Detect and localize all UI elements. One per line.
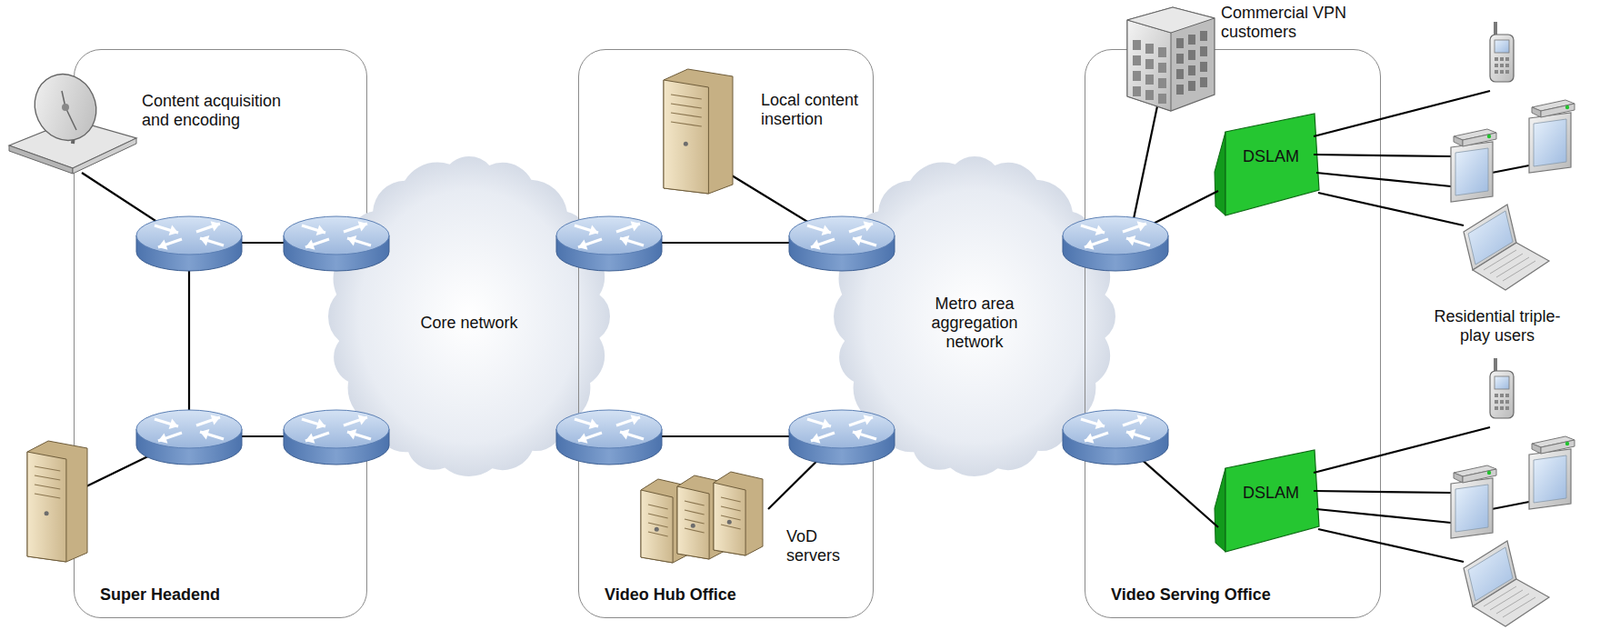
dslam-box: DSLAM [1212,448,1322,556]
tv-set [1529,436,1575,510]
router-symbol [556,216,662,271]
access-line [1318,192,1464,226]
access-line [1318,529,1464,562]
link-line [188,242,190,437]
access-line [1316,509,1451,523]
link-line [1130,101,1159,232]
server-tower [27,440,88,562]
laptop [1463,204,1550,290]
server-tower [663,69,733,194]
access-line [1313,490,1451,493]
mobile-phone [1490,21,1514,82]
device-label: DSLAM [1242,147,1300,167]
satellite-dish [9,64,137,174]
access-line [1313,427,1490,473]
cloud-label: Metro area aggregation network [920,294,1030,352]
router-symbol [1062,410,1169,465]
router-symbol [283,216,390,271]
dslam-shape [1212,448,1322,556]
office-building [1127,7,1215,111]
callout-label: Content acquisition and encoding [141,91,306,130]
router-symbol [789,410,895,465]
callout-label: Local content insertion [760,90,875,130]
router-symbol [136,410,242,465]
server-tower [713,471,763,556]
callout-label: VoD servers [786,527,860,566]
tv-set [1450,465,1497,539]
router-symbol [136,216,242,271]
router-symbol [283,410,390,465]
cloud-label: Core network [420,313,518,333]
router-symbol [1062,216,1169,271]
access-line [1313,90,1490,137]
dslam-shape [1212,111,1322,220]
link-line [81,172,190,243]
mobile-phone [1490,358,1514,419]
region-title: Video Serving Office [1110,585,1271,605]
device-label: DSLAM [1242,483,1300,503]
callout-label: Residential triple-play users [1429,307,1566,346]
dslam-box: DSLAM [1212,111,1322,220]
tv-set [1529,100,1575,173]
callout-label: Commercial VPN customers [1220,3,1362,42]
tv-set [1450,129,1497,202]
router-symbol [556,410,662,465]
access-line [1491,165,1530,173]
region-title: Video Hub Office [604,585,737,605]
access-line [1313,154,1451,157]
region-title: Super Headend [100,585,220,605]
link-line [727,172,842,243]
laptop [1463,540,1550,627]
access-line [1491,501,1530,510]
access-line [1316,172,1451,187]
router-symbol [789,216,895,271]
